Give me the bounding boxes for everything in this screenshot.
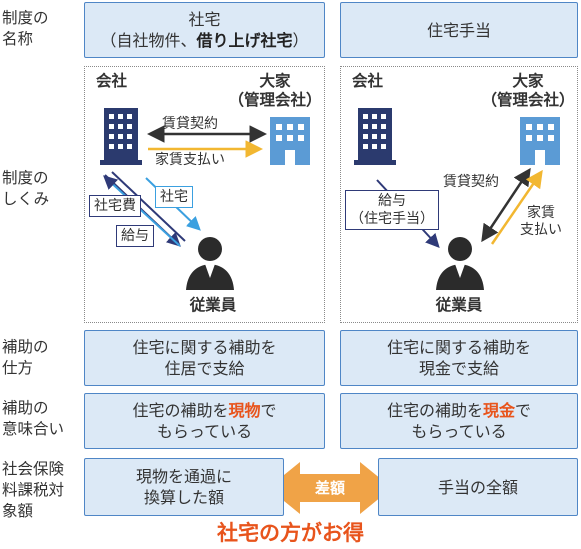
difference-label: 差額 — [314, 479, 345, 497]
right-name: 住宅手当 — [426, 20, 491, 40]
left-method-box: 住宅に関する補助を 住居で支給 — [84, 330, 325, 386]
right-method-box: 住宅に関する補助を 現金で支給 — [340, 330, 578, 386]
row-label-method: 補助の 仕方 — [2, 338, 49, 377]
left-name-box: 社宅 （自社物件、借り上げ社宅） — [84, 2, 325, 58]
left-name-line2: （自社物件、借り上げ社宅） — [100, 31, 309, 50]
row-label-insurance: 社会保険 料課税対 象額 — [2, 460, 65, 520]
right-employee-icon — [436, 237, 484, 290]
left-housing-tag: 社宅 — [155, 186, 193, 208]
row-label-mechanism: 制度の しくみ — [2, 169, 50, 208]
left-employee-icon — [186, 237, 234, 290]
left-insurance-line1: 現物を通過に — [135, 467, 232, 486]
left-insurance-line2: 換算した額 — [143, 488, 224, 507]
right-meaning-line1: 住宅の補助を現金で — [386, 401, 532, 420]
row-label-meaning: 補助の 意味合い — [2, 399, 65, 438]
left-landlord-building-icon — [270, 117, 310, 165]
left-landlord-label: 大家 （管理会社） — [228, 72, 322, 109]
right-name-box: 住宅手当 — [340, 2, 578, 58]
left-meaning-box: 住宅の補助を現物で もらっている — [84, 393, 325, 449]
right-landlord-label: 大家 （管理会社） — [481, 72, 575, 109]
left-meaning-line1: 住宅の補助を現物で — [132, 401, 277, 420]
right-insurance-box: 手当の全額 — [378, 458, 578, 516]
left-company-label: 会社 — [96, 72, 128, 90]
right-landlord-building-icon — [520, 117, 560, 165]
left-rent-label: 家賃支払い — [155, 152, 225, 168]
left-name-line1: 社宅 — [188, 10, 221, 29]
row-label-name: 制度の 名称 — [2, 9, 49, 48]
right-company-label: 会社 — [352, 72, 384, 90]
right-mechanism-panel — [340, 66, 578, 323]
left-meaning-line2: もらっている — [156, 422, 253, 441]
left-housing-fee-tag: 社宅費 — [89, 195, 141, 217]
conclusion-text: 社宅の方がお得 — [217, 521, 364, 545]
left-company-building-icon — [100, 108, 142, 165]
right-employee-label: 従業員 — [435, 296, 483, 314]
left-mechanism-panel — [84, 66, 325, 323]
right-insurance: 手当の全額 — [437, 477, 518, 497]
right-salary-tag: 給与 （住宅手当） — [345, 190, 439, 230]
right-method-line1: 住宅に関する補助を — [386, 338, 531, 357]
left-employee-label: 従業員 — [189, 296, 237, 314]
right-method-line2: 現金で支給 — [418, 359, 499, 378]
left-method-line2: 住居で支給 — [164, 359, 245, 378]
difference-arrow — [268, 462, 392, 514]
right-company-building-icon — [354, 108, 396, 165]
right-meaning-line2: もらっている — [411, 422, 507, 441]
left-method-line1: 住宅に関する補助を — [132, 338, 277, 357]
left-insurance-box: 現物を通過に 換算した額 — [84, 458, 284, 516]
right-meaning-box: 住宅の補助を現金で もらっている — [340, 393, 578, 449]
left-salary-tag: 給与 — [116, 225, 154, 247]
